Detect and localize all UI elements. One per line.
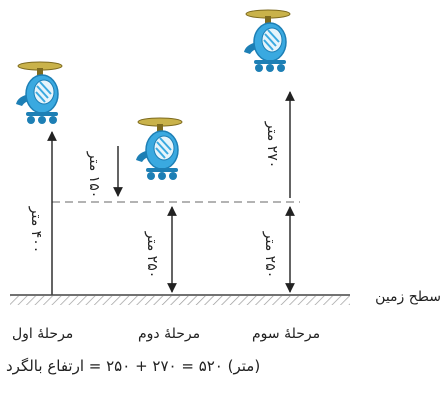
stage1-height-label: ۴۰۰ متر (28, 206, 44, 254)
helicopter-icon (15, 61, 63, 125)
stage-3-name: مرحلهٔ سوم (252, 326, 321, 342)
stage2-height-label: ۲۵۰ متر (144, 231, 160, 279)
stage3-height-label: ۲۵۰ متر (262, 231, 278, 279)
ground-label: سطح زمین (375, 289, 441, 305)
helicopter-icon (135, 117, 183, 181)
stage-1-name: مرحلهٔ اول (12, 326, 74, 342)
stage3-rise-label: ۲۷۰ متر (264, 121, 280, 169)
stage-2-name: مرحلهٔ دوم (138, 326, 201, 342)
stage2-drop-label: ۱۵۰ متر (86, 151, 102, 199)
ground-hatch (10, 296, 350, 305)
helicopter-icon (243, 9, 291, 73)
height-formula: (متر) ۵۲۰ = ۲۷۰ + ۲۵۰ = ارتفاع بالگرد (6, 357, 261, 375)
